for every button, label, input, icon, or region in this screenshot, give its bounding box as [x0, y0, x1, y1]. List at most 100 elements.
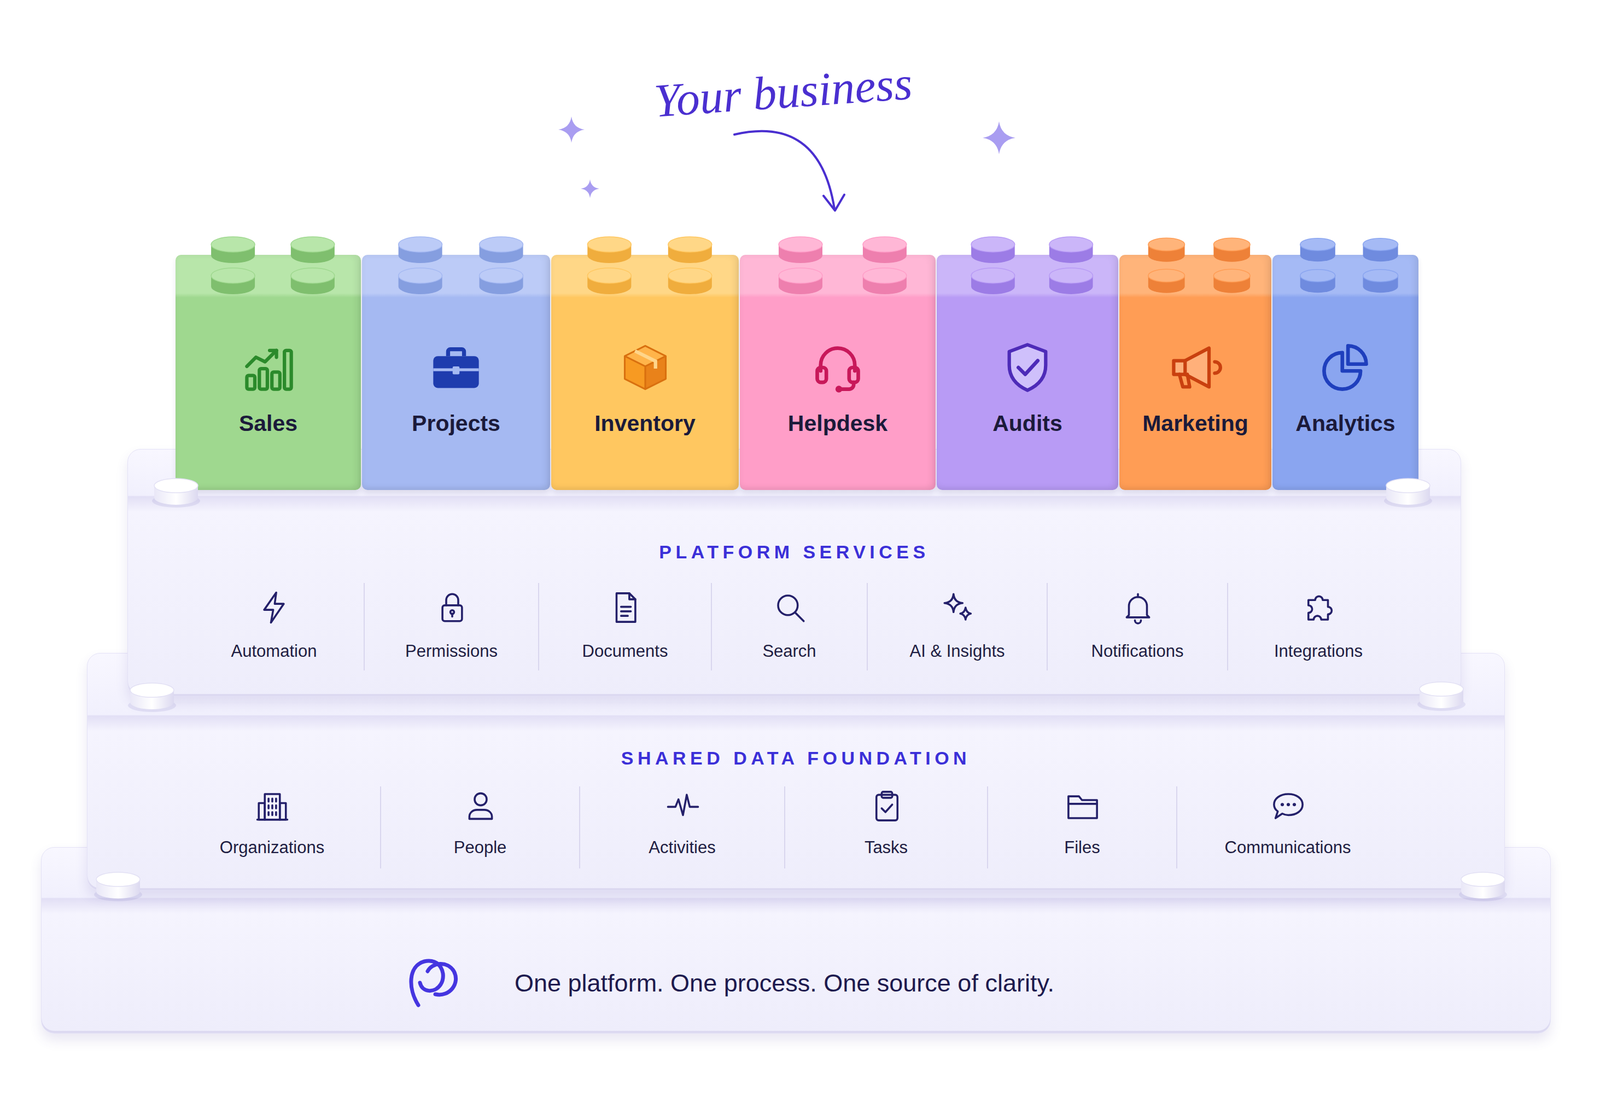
module-brick: Marketing: [1119, 254, 1272, 490]
platform-service-cell: Notifications: [1046, 582, 1228, 671]
brick-studs: [1119, 232, 1272, 299]
stud: [1300, 238, 1336, 262]
data-entity-cell: Organizations: [164, 786, 381, 869]
module-icon: [617, 340, 673, 395]
module-icon: [1318, 340, 1374, 395]
cell-icon: [1119, 589, 1156, 626]
stud: [1049, 267, 1094, 295]
platform-service-cell: Integrations: [1227, 582, 1409, 671]
data-entity-cell: People: [380, 786, 580, 869]
module-brick: Audits: [936, 254, 1119, 490]
brick-studs: [551, 232, 739, 299]
module-icon: [810, 340, 866, 395]
platform-service-cell: AI & Insights: [866, 582, 1047, 671]
data-entity-cell: Communications: [1176, 786, 1399, 869]
module-icon: [1168, 340, 1223, 395]
module-brick: Sales: [175, 254, 361, 490]
stud: [587, 267, 632, 295]
section-title: PLATFORM SERVICES: [127, 540, 1461, 563]
module-label: Inventory: [551, 410, 739, 437]
stud: [668, 267, 712, 295]
module-brick: Inventory: [551, 254, 739, 490]
entity-label: People: [381, 837, 580, 858]
platform-service-cell: Automation: [184, 582, 364, 671]
stud: [1148, 269, 1185, 293]
stud: [398, 267, 443, 295]
handwritten-annotation: Your business: [652, 55, 914, 129]
platform-service-cell: Search: [710, 582, 867, 671]
cell-icon: [868, 787, 905, 825]
stud: [479, 267, 524, 295]
stud: [398, 236, 443, 264]
stud: [1049, 236, 1094, 264]
module-icon: [241, 340, 296, 395]
stud: [290, 267, 335, 295]
stud: [971, 267, 1015, 295]
stud: [479, 236, 524, 264]
module-label: Sales: [175, 410, 361, 437]
data-entity-cell: Activities: [579, 786, 785, 869]
cell-icon: [1064, 787, 1101, 825]
brick-studs: [739, 232, 936, 299]
stud: [1363, 269, 1399, 293]
stud: [587, 236, 632, 264]
cell-icon: [254, 787, 291, 825]
cell-icon: [1270, 787, 1307, 825]
entity-label: Activities: [580, 837, 785, 858]
stud: [1363, 238, 1399, 262]
sparkle: [558, 116, 1016, 198]
module-brick: Analytics: [1272, 254, 1419, 490]
service-label: Documents: [539, 641, 711, 662]
platform-service-cell: Documents: [538, 582, 711, 671]
data-entity-cell: Tasks: [784, 786, 988, 869]
service-label: Notifications: [1047, 641, 1228, 662]
service-label: Permissions: [364, 641, 539, 662]
cell-icon: [664, 787, 702, 825]
stud: [290, 236, 335, 264]
stud: [778, 236, 823, 264]
entity-label: Organizations: [164, 837, 381, 858]
module-icon: [428, 340, 484, 395]
section-title: SHARED DATA FOUNDATION: [87, 746, 1505, 769]
entity-label: Files: [988, 837, 1177, 858]
brick-studs: [361, 232, 551, 299]
cell-icon: [255, 589, 293, 626]
brick-studs: [936, 232, 1119, 299]
stud: [211, 236, 255, 264]
cell-icon: [772, 589, 809, 626]
cell-icon: [462, 787, 499, 825]
module-label: Marketing: [1119, 410, 1272, 437]
service-label: AI & Insights: [867, 641, 1047, 662]
module-icon: [1000, 340, 1055, 395]
stud: [1213, 269, 1251, 293]
stud: [211, 267, 255, 295]
module-label: Projects: [361, 410, 551, 437]
platform-service-cell: Permissions: [363, 582, 539, 671]
tagline: One platform. One process. One source of…: [514, 967, 1055, 999]
brick-studs: [1272, 232, 1419, 299]
stud: [1213, 237, 1251, 262]
entity-label: Communications: [1177, 837, 1399, 858]
stud: [971, 236, 1015, 264]
stud: [862, 236, 907, 264]
cell-icon: [607, 589, 644, 626]
cell-icon: [434, 589, 471, 626]
service-label: Integrations: [1228, 641, 1409, 662]
service-label: Search: [711, 641, 867, 662]
stud: [1300, 269, 1336, 293]
service-label: Automation: [184, 641, 364, 662]
module-label: Helpdesk: [739, 410, 936, 437]
annotation-arrow: [734, 131, 845, 211]
module-brick: Helpdesk: [739, 254, 936, 490]
brick-studs: [175, 232, 361, 299]
cell-icon: [1300, 589, 1337, 626]
cell-icon: [939, 589, 977, 626]
module-label: Analytics: [1272, 410, 1419, 437]
module-brick: Projects: [361, 254, 551, 490]
entity-label: Tasks: [785, 837, 988, 858]
stud: [668, 236, 712, 264]
stud: [1148, 237, 1185, 262]
stud: [862, 267, 907, 295]
data-entity-cell: Files: [987, 786, 1177, 869]
